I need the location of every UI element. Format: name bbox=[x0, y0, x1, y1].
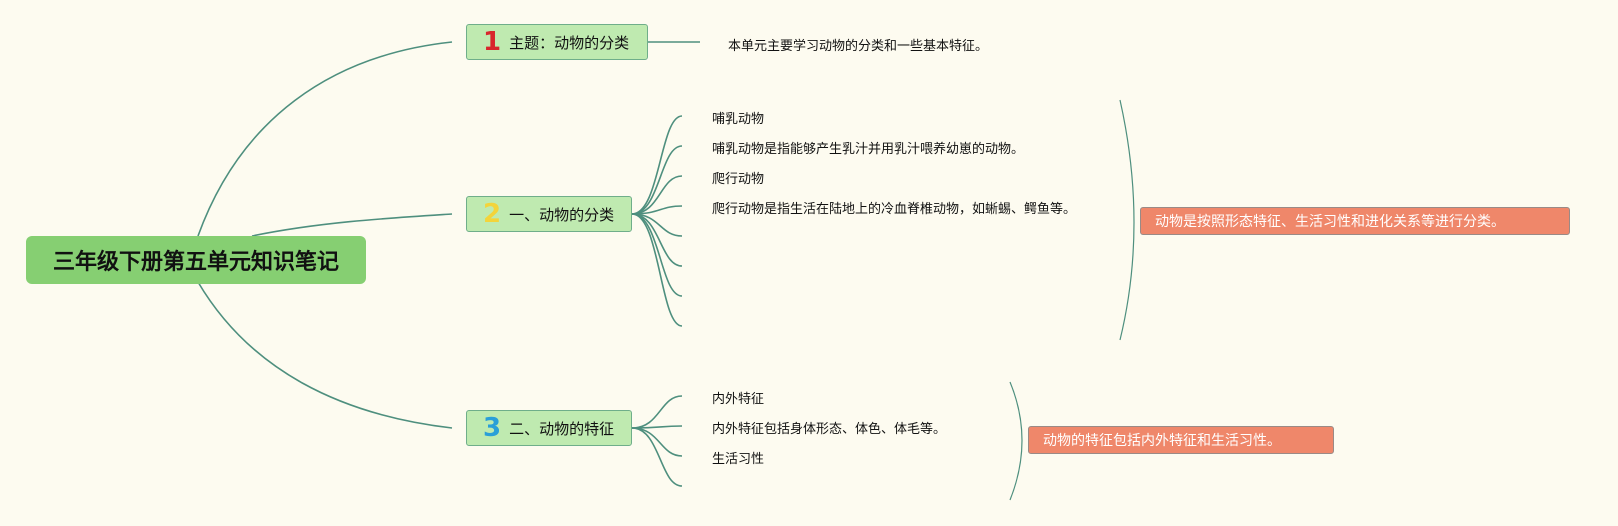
topic-2-number: 2 bbox=[483, 199, 502, 229]
topic-2-label: 一、动物的分类 bbox=[509, 205, 615, 224]
topic-2-leaf-2[interactable]: 哺乳动物是指能够产生乳汁并用乳汁喂养幼崽的动物。 bbox=[712, 142, 1025, 157]
topic-2-leaf-4[interactable]: 爬行动物是指生活在陆地上的冷血脊椎动物，如蜥蜴、鳄鱼等。 bbox=[712, 202, 1077, 217]
summary-brace-topic-3 bbox=[1009, 381, 1023, 501]
connector-topic3-leaf-4 bbox=[631, 427, 683, 487]
connector-root-topic-1 bbox=[197, 41, 453, 237]
topic-2-leaf-1[interactable]: 哺乳动物 bbox=[712, 112, 765, 127]
topic-1-number: 1 bbox=[483, 27, 502, 57]
topic-2-leaf-3[interactable]: 爬行动物 bbox=[712, 172, 765, 187]
connector-root-topic-2 bbox=[251, 213, 453, 237]
topic-3-summary[interactable]: 动物的特征包括内外特征和生活习性。 bbox=[1028, 426, 1334, 454]
root-title: 三年级下册第五单元知识笔记 bbox=[52, 250, 339, 275]
topic-3-leaf-2[interactable]: 内外特征包括身体形态、体色、体毛等。 bbox=[712, 422, 947, 437]
topic-3-leaf-1[interactable]: 内外特征 bbox=[712, 392, 765, 407]
topic-2-summary[interactable]: 动物是按照形态特征、生活习性和进化关系等进行分类。 bbox=[1140, 207, 1570, 235]
topic-2-summary-text: 动物是按照形态特征、生活习性和进化关系等进行分类。 bbox=[1155, 214, 1505, 230]
connector-topic2-leaf-1 bbox=[631, 115, 683, 215]
topic-3[interactable]: 3 二、动物的特征 bbox=[466, 410, 632, 446]
topic-1-leaf[interactable]: 本单元主要学习动物的分类和一些基本特征。 bbox=[728, 39, 989, 54]
topic-3-leaf-3[interactable]: 生活习性 bbox=[712, 452, 765, 467]
topic-1-label: 主题：动物的分类 bbox=[509, 33, 630, 52]
root-topic[interactable]: 三年级下册第五单元知识笔记 bbox=[26, 236, 366, 284]
topic-3-label: 二、动物的特征 bbox=[509, 419, 615, 438]
connector-root-topic-3 bbox=[197, 281, 453, 429]
summary-brace-topic-2 bbox=[1119, 99, 1135, 341]
topic-2[interactable]: 2 一、动物的分类 bbox=[466, 196, 632, 232]
topic-1[interactable]: 1 主题：动物的分类 bbox=[466, 24, 648, 60]
connector-topic2-leaf-3 bbox=[631, 175, 683, 215]
topic-3-number: 3 bbox=[483, 413, 502, 443]
connector-topic2-leaf-2 bbox=[631, 145, 683, 215]
topic-3-summary-text: 动物的特征包括内外特征和生活习性。 bbox=[1043, 433, 1281, 449]
connector-topic2-leaf-8 bbox=[631, 213, 683, 327]
connector-topic2-leaf-7 bbox=[631, 213, 683, 297]
connector-topic3-leaf-1 bbox=[631, 395, 683, 429]
